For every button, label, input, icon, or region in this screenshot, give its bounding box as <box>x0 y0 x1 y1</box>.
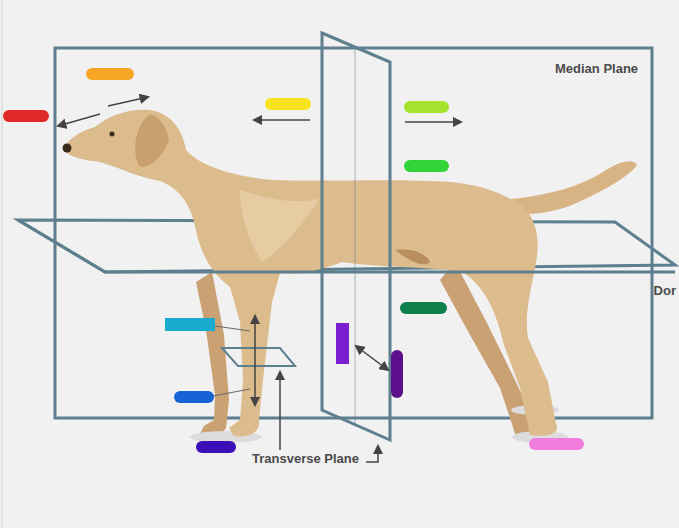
plane-edge <box>355 48 356 425</box>
direction-arrow <box>356 346 388 370</box>
leg-transverse-plane <box>222 348 295 366</box>
dog-belly-shade <box>395 250 430 265</box>
plane-label: Transverse Plane <box>252 452 359 466</box>
color-mark <box>271 98 305 110</box>
color-mark <box>336 323 349 364</box>
dog-nose <box>63 144 72 153</box>
leader-line <box>213 389 250 396</box>
transverse-plane <box>322 33 390 440</box>
color-mark <box>535 438 578 450</box>
direction-arrow <box>108 97 148 106</box>
plane-label: Median Plane <box>555 62 638 76</box>
plane-label: Dor <box>654 284 676 298</box>
direction-arrow <box>254 119 310 121</box>
dog-shoulder-highlight <box>240 190 320 262</box>
color-mark <box>92 68 128 80</box>
color-mark <box>410 160 443 172</box>
direction-arrow <box>58 114 100 126</box>
dog-ear <box>135 114 169 167</box>
color-mark <box>165 318 215 331</box>
color-mark <box>410 101 443 113</box>
leader-arrow <box>366 446 378 462</box>
color-mark <box>202 441 230 453</box>
color-mark <box>391 356 403 392</box>
direction-arrow <box>254 316 256 405</box>
color-mark <box>180 391 208 403</box>
edge-line <box>2 0 3 528</box>
leader-line <box>215 326 250 331</box>
dorsal-plane-edge <box>18 220 105 272</box>
dog-far-foreleg <box>196 272 229 436</box>
dorsal-plane-edge <box>105 271 675 274</box>
color-marks <box>9 74 578 447</box>
color-mark <box>9 110 43 122</box>
color-mark <box>406 302 441 314</box>
dog-eye <box>110 132 115 137</box>
leader-arrow <box>279 372 281 450</box>
direction-arrow <box>405 121 461 123</box>
